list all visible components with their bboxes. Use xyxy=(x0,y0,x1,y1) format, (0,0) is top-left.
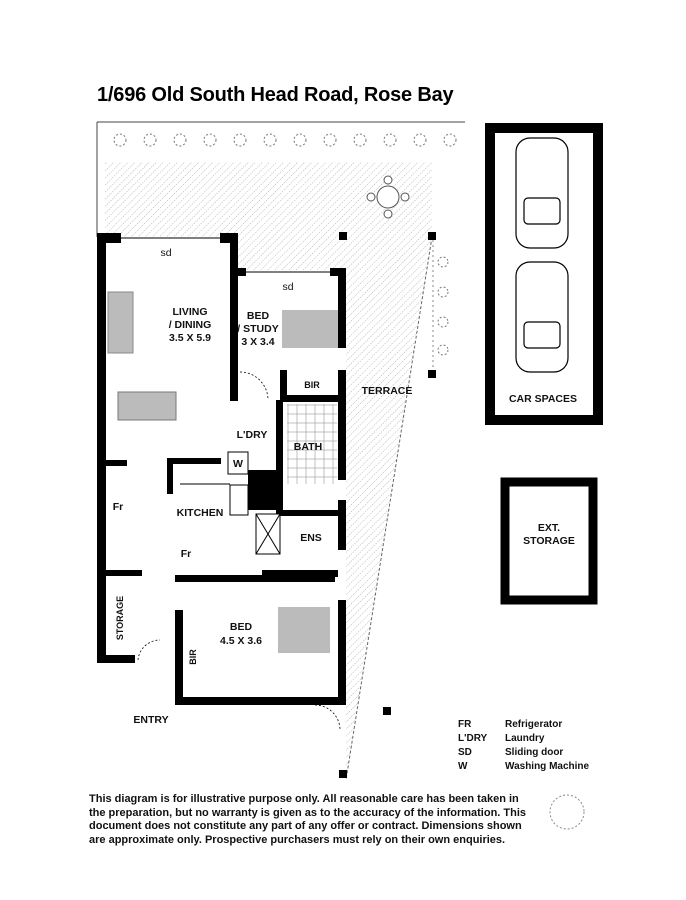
legend-value: Laundry xyxy=(505,733,545,744)
site-boundary xyxy=(96,121,465,237)
ext-storage-area xyxy=(500,477,598,605)
room-label-bir: BIR xyxy=(188,649,198,665)
compass-icon xyxy=(549,794,585,830)
bath-tiles xyxy=(287,404,337,484)
room-label-bath: BATH xyxy=(294,441,322,453)
legend-item: W Washing Machine xyxy=(458,760,589,774)
room-label-bed: BED xyxy=(230,621,253,633)
bed-icon xyxy=(278,607,330,653)
room-label-laundry: L'DRY xyxy=(237,429,268,441)
terrace-posts xyxy=(339,232,436,778)
garden-shrubs xyxy=(113,133,457,356)
washer-label: W xyxy=(233,458,243,470)
legend-value: Washing Machine xyxy=(505,761,590,772)
legend-item: L'DRY Laundry xyxy=(458,732,589,746)
furniture xyxy=(107,291,338,653)
room-label-ext-storage: EXT. xyxy=(538,522,560,534)
room-dimension: 3 X 3.4 xyxy=(241,336,274,348)
outdoor-table-icon xyxy=(366,175,410,219)
room-label-ensuite: ENS xyxy=(300,532,322,544)
room-label-living: LIVING xyxy=(172,306,207,318)
disclaimer: This diagram is for illustrative purpose… xyxy=(89,793,527,846)
room-label-ext-storage: STORAGE xyxy=(523,535,575,547)
walls xyxy=(97,233,346,705)
cooktop-icon xyxy=(229,484,249,516)
legend-item: SD Sliding door xyxy=(458,746,589,760)
page-title: 1/696 Old South Head Road, Rose Bay xyxy=(97,84,454,106)
room-label-bir: BIR xyxy=(304,380,320,390)
sofa-icon xyxy=(107,291,134,354)
room-label-storage: STORAGE xyxy=(115,596,125,640)
room-label-study: / STUDY xyxy=(237,323,278,335)
room-dimension: 4.5 X 3.6 xyxy=(220,635,262,647)
room-label-car-spaces: CAR SPACES xyxy=(509,393,577,405)
terrace-area xyxy=(105,162,432,780)
legend-key: W xyxy=(458,761,468,772)
legend-value: Refrigerator xyxy=(505,719,563,730)
legend: FR Refrigerator L'DRY Laundry SD Sliding do… xyxy=(458,718,589,774)
study-bed-icon xyxy=(282,310,338,348)
room-label-dining: / DINING xyxy=(169,319,212,331)
legend-key: FR xyxy=(458,719,472,730)
washer-icon xyxy=(227,451,249,475)
legend-key: L'DRY xyxy=(458,733,488,744)
car-icon xyxy=(515,137,569,373)
legend-item: FR Refrigerator xyxy=(458,718,589,732)
legend-value: Sliding door xyxy=(505,747,564,758)
room-label-bed: BED xyxy=(247,310,270,322)
sliding-door-label: sd xyxy=(160,247,171,259)
room-label-entry: ENTRY xyxy=(133,714,168,726)
room-label-kitchen: KITCHEN xyxy=(177,507,224,519)
fridge-label: Fr xyxy=(181,548,192,560)
room-dimension: 3.5 X 5.9 xyxy=(169,332,211,344)
room-label-terrace: TERRACE xyxy=(362,385,413,397)
sliding-door-label: sd xyxy=(282,281,293,293)
dining-table-icon xyxy=(117,391,177,421)
fridge-label: Fr xyxy=(113,501,124,513)
legend-key: SD xyxy=(458,747,472,758)
